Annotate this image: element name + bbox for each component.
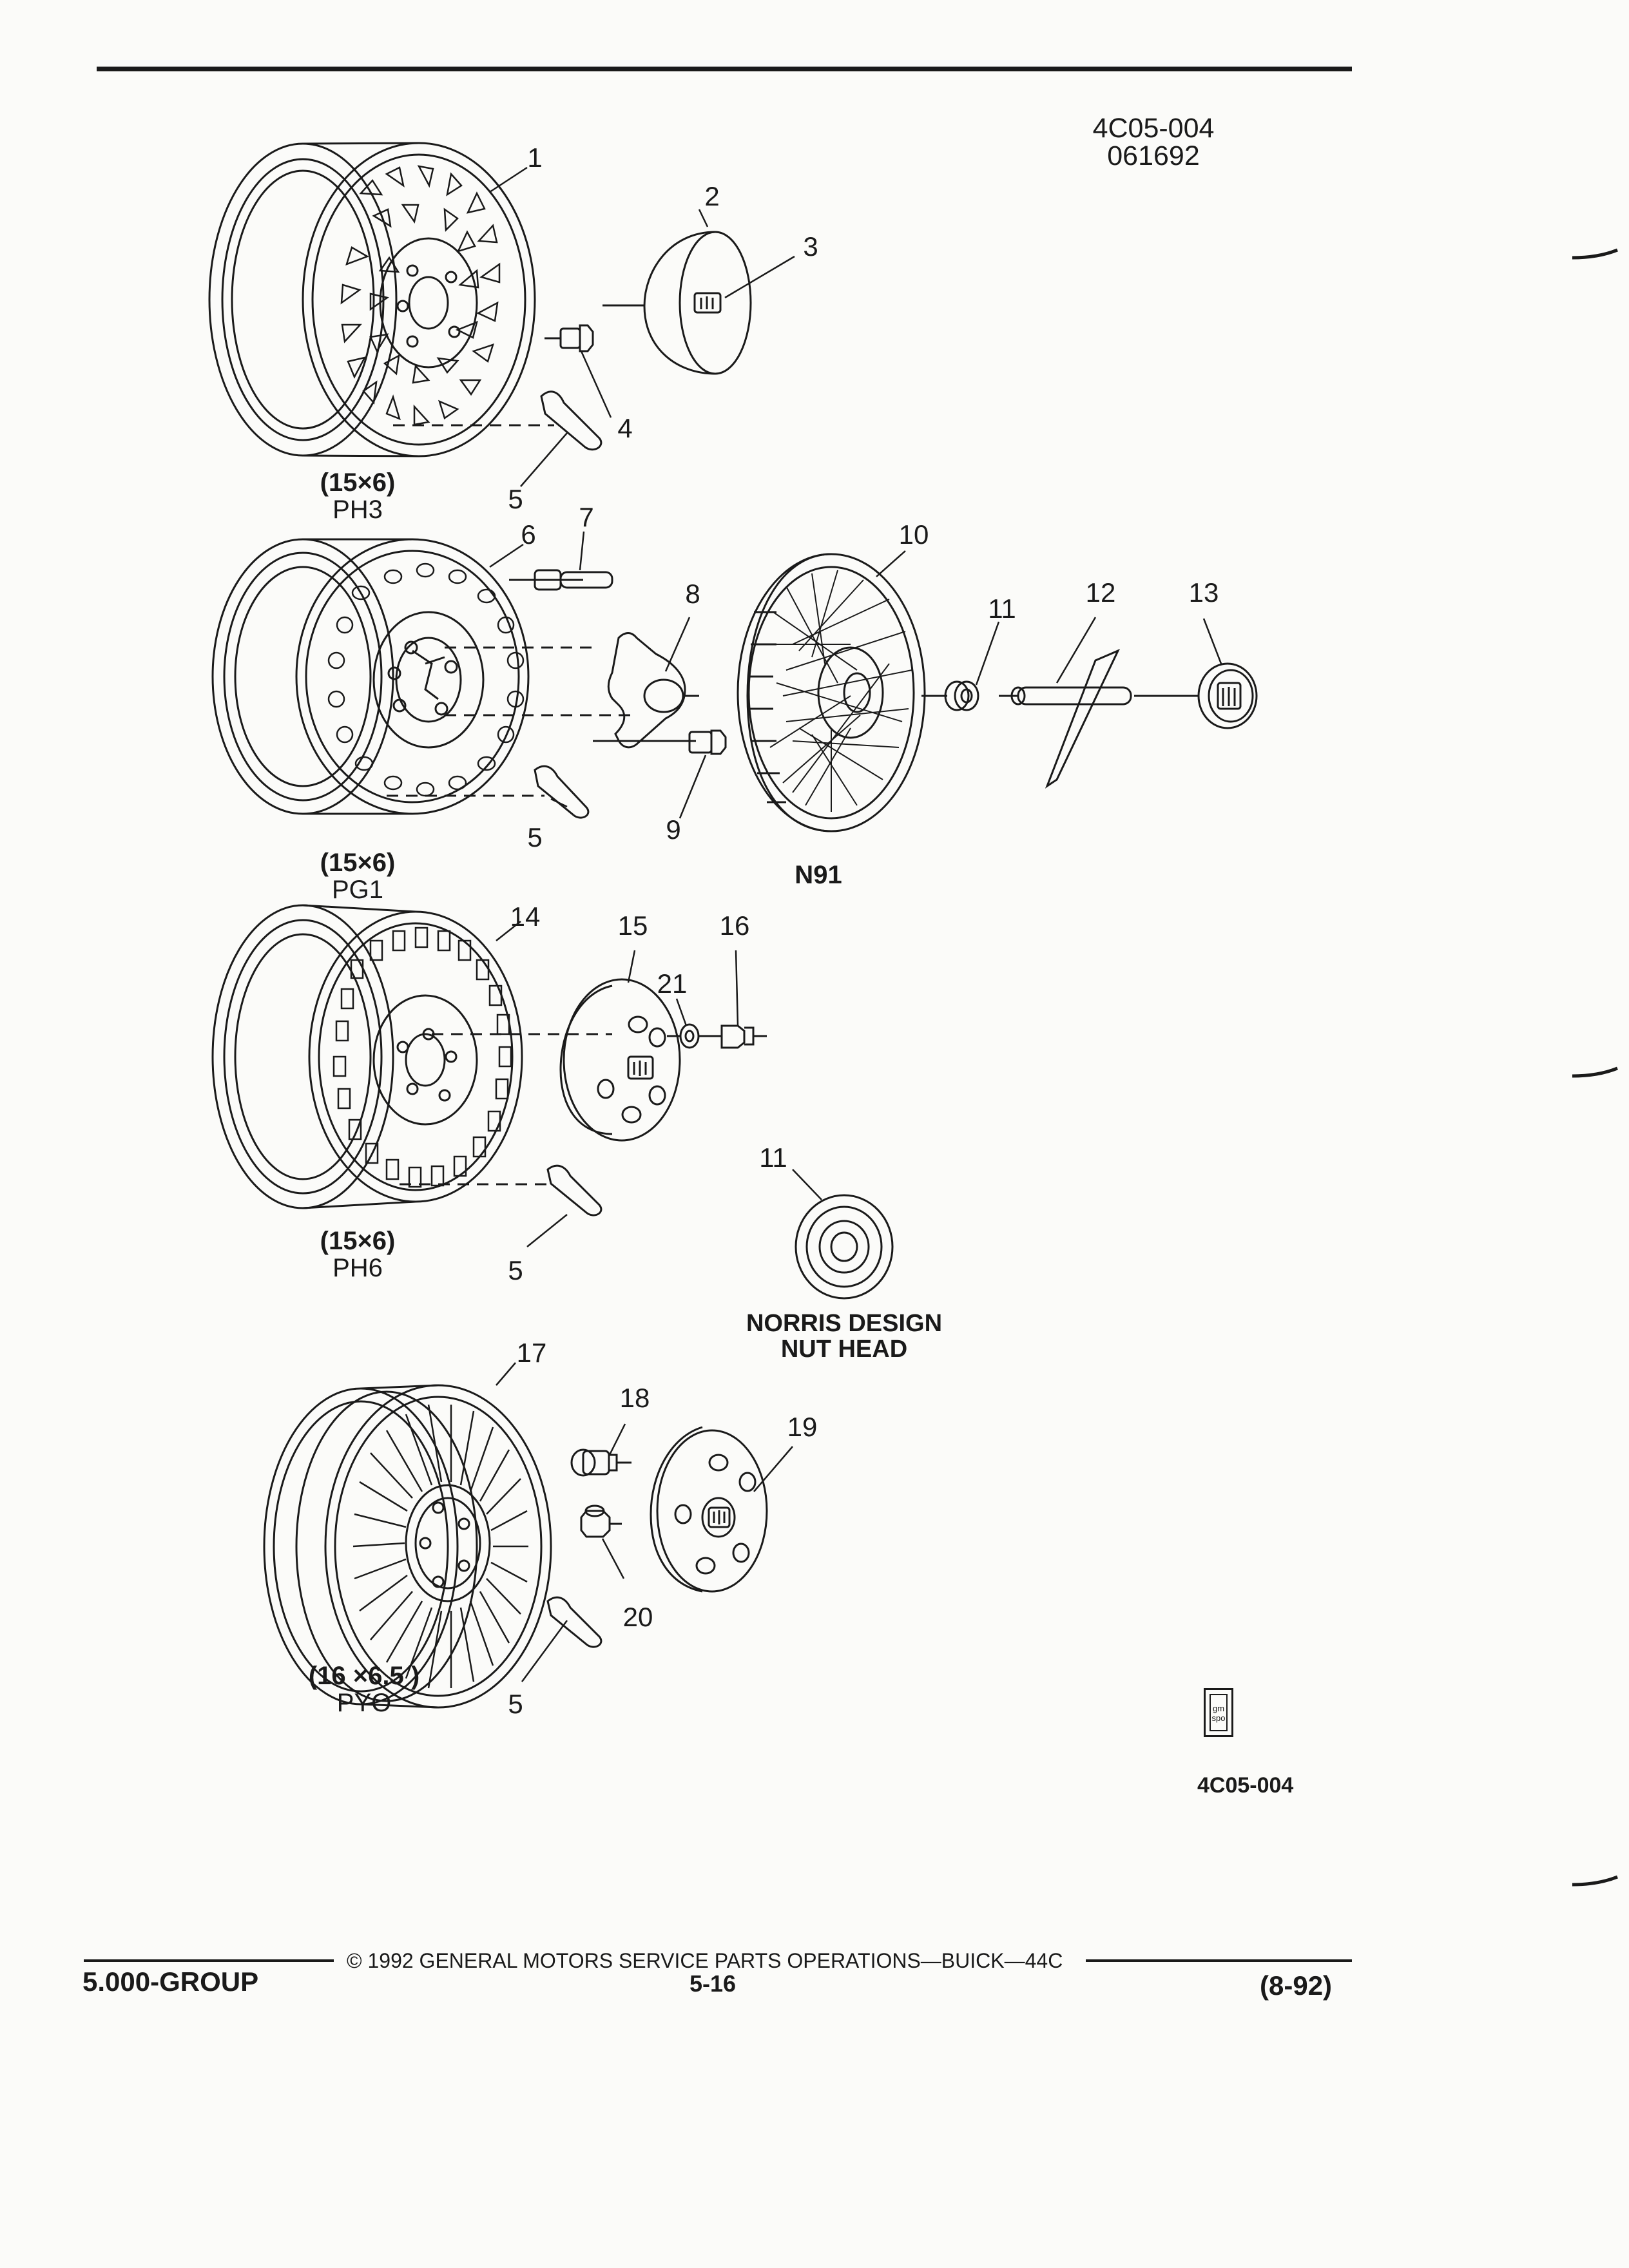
logo-inner: gm spo [1210, 1694, 1228, 1731]
date-code: 061692 [1107, 140, 1200, 171]
callout-14: 14 [510, 901, 541, 932]
lock-nut-11 [921, 682, 978, 710]
lug-nut-20 [581, 1506, 622, 1537]
callout-7: 7 [579, 502, 594, 532]
footer-revision: (8-92) [1260, 1970, 1333, 2001]
option-label-n91: N91 [795, 861, 842, 889]
wheel-pyo-spokes [353, 1405, 528, 1688]
footer-copyright: © 1992 GENERAL MOTORS SERVICE PARTS OPER… [347, 1949, 1063, 1972]
callout-11: 11 [988, 593, 1016, 624]
wheel-code: PYO [336, 1689, 392, 1717]
norris-line-2: NUT HEAD [780, 1335, 908, 1363]
wheel-pyo [264, 1385, 551, 1707]
callout-19: 19 [787, 1412, 818, 1442]
norris-nut-head-11 [796, 1195, 892, 1298]
callout-3: 3 [803, 231, 818, 262]
wheel-ph3-lattice [342, 166, 499, 425]
wheel-size: (15×6) [320, 849, 396, 877]
illustration-code: 4C05-004 [1092, 113, 1215, 144]
callout-5: 5 [508, 484, 523, 514]
adapter-8 [593, 633, 699, 747]
logo-text-bottom: spo [1211, 1713, 1226, 1723]
wheel-label-ph3: (15×6) PH3 [320, 469, 396, 523]
margin-mark [1572, 1877, 1617, 1885]
lock-key-12 [999, 651, 1199, 786]
footer-group: 5.000-GROUP [82, 1966, 259, 1997]
wheel-ph6-slots [334, 928, 511, 1187]
callout-2: 2 [704, 181, 720, 211]
wheel-code: PG1 [331, 876, 384, 904]
wire-spokes [770, 570, 912, 812]
margin-mark [1572, 250, 1617, 258]
logo-text-top: gm [1212, 1704, 1225, 1713]
callout-6: 6 [521, 519, 536, 550]
callout-8: 8 [685, 579, 700, 609]
wheel-pg1 [213, 539, 528, 814]
callout-5: 5 [508, 1689, 523, 1719]
bottom-illustration-code: 4C05-004 [1197, 1773, 1294, 1798]
wheel-code: PH6 [333, 1254, 383, 1282]
wire-wheel-cover-10 [738, 554, 925, 831]
center-cap-15 [561, 979, 680, 1140]
wheel-label-pg1: (15×6) PG1 [320, 849, 396, 903]
leader-lines [490, 168, 1221, 1682]
wheel-ph6 [213, 905, 522, 1208]
valve-stem-18 [572, 1450, 631, 1475]
gm-spo-logo: gm spo [1204, 1688, 1233, 1737]
balance-weight-5b [387, 766, 588, 818]
callout-4: 4 [617, 413, 633, 443]
callout-18: 18 [619, 1383, 650, 1413]
callout-5: 5 [508, 1255, 523, 1285]
callout-5: 5 [527, 822, 543, 852]
header-codes: 4C05-004 061692 [1089, 115, 1218, 170]
emblem-cap-13 [1199, 664, 1257, 728]
callout-17: 17 [516, 1338, 547, 1368]
wheel-code: PH3 [333, 495, 383, 524]
margin-mark [1572, 1068, 1617, 1076]
center-cap-19 [651, 1427, 767, 1591]
wheel-size: (15×6) [320, 1227, 396, 1255]
callout-10: 10 [898, 519, 929, 550]
valve-stem-7 [509, 570, 612, 590]
wheel-label-ph6: (15×6) PH6 [320, 1227, 396, 1282]
wheel-pg1-holes [329, 564, 523, 796]
lug-nut-9 [689, 731, 726, 754]
callout-21: 21 [657, 968, 688, 999]
callout-9: 9 [666, 814, 681, 845]
callout-20: 20 [622, 1602, 653, 1632]
callout-11: 11 [759, 1142, 787, 1173]
balance-weight-5a [393, 392, 601, 450]
wheel-ph3 [209, 143, 535, 456]
lug-nut-16 [722, 1026, 767, 1048]
callout-13: 13 [1188, 577, 1219, 608]
callout-15: 15 [617, 910, 648, 941]
balance-weight-5c [400, 1166, 601, 1215]
option-label-norris: NORRIS DESIGN NUT HEAD [746, 1311, 942, 1363]
wheel-size: (16 ×6.5 ) [308, 1662, 420, 1690]
balance-weight-5d [548, 1597, 601, 1647]
wheel-size: (15×6) [320, 468, 396, 497]
center-cap-2 [602, 232, 751, 374]
callout-16: 16 [719, 910, 750, 941]
callout-1: 1 [527, 142, 543, 173]
wheel-label-pyo: (16 ×6.5 ) PYO [309, 1662, 419, 1716]
norris-line-1: NORRIS DESIGN [746, 1310, 943, 1337]
footer-page: 5-16 [689, 1970, 737, 1997]
lug-nut-4 [545, 325, 593, 351]
washer-21 [667, 1024, 722, 1048]
callout-12: 12 [1085, 577, 1116, 608]
